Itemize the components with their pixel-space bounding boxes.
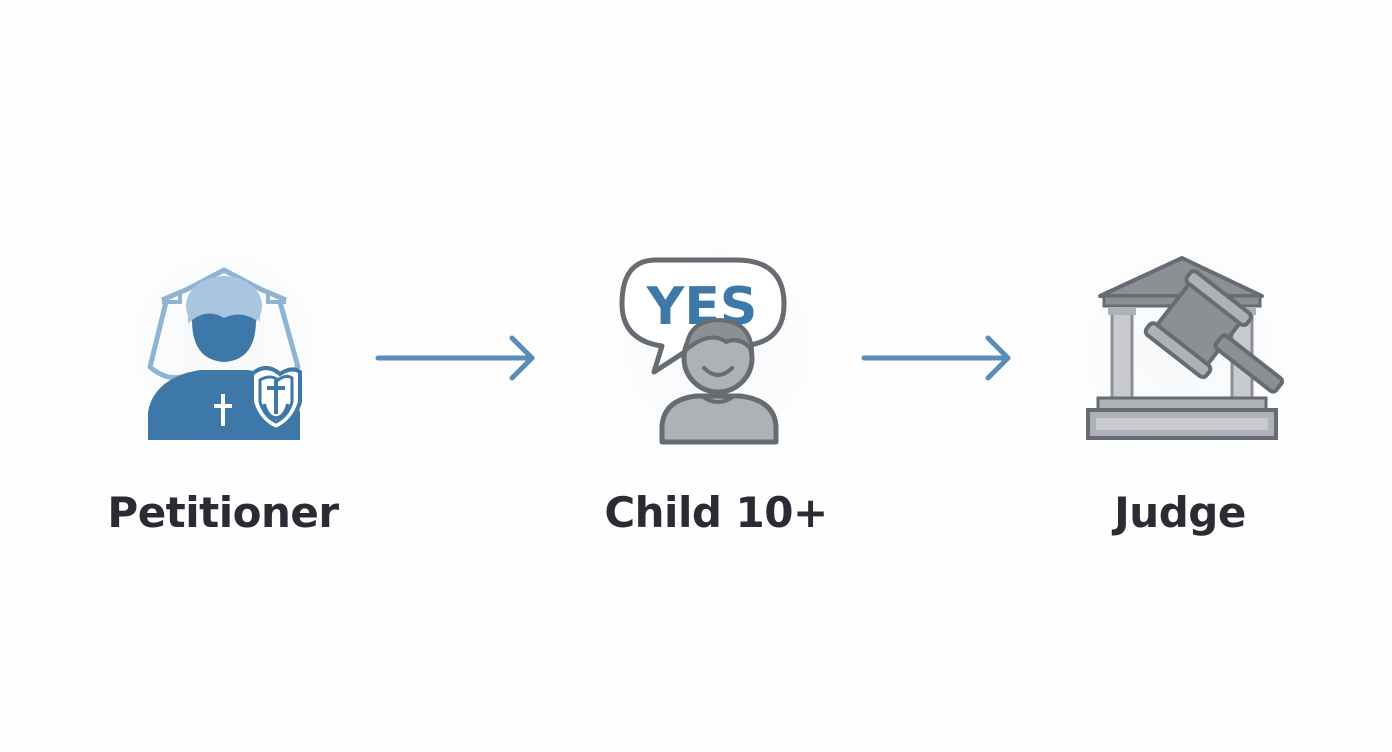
step-label-petitioner: Petitioner (107, 488, 339, 537)
petitioner-icon (147, 267, 302, 440)
step-label-child: Child 10+ (604, 488, 828, 537)
step-petitioner: Petitioner (0, 0, 340, 537)
step-label-judge: Judge (1114, 488, 1246, 537)
arrow-right-icon (861, 335, 1011, 381)
child-consent-icon: YES (619, 257, 787, 445)
step-child: YES Child 10+ (0, 0, 838, 537)
courthouse-gavel-icon (1086, 256, 1285, 440)
arrow-right-icon (375, 335, 535, 381)
step-judge: Judge (0, 0, 1300, 537)
